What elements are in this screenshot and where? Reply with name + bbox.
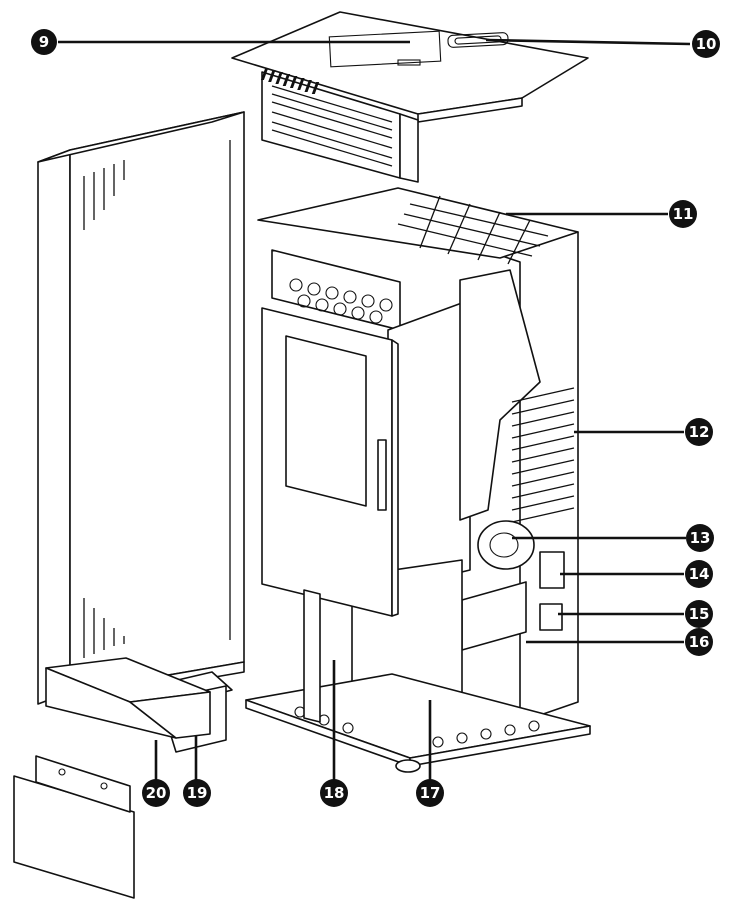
switch-panel	[539, 551, 565, 589]
callout-15-label: 15	[689, 605, 710, 623]
callout-16-badge	[685, 628, 713, 656]
callout-9: 9	[31, 29, 57, 55]
callout-17: 17	[416, 779, 444, 807]
callout-10-badge	[692, 30, 720, 58]
callout-14: 14	[685, 560, 713, 588]
top-grille-box	[260, 68, 419, 183]
callout-14-badge	[685, 560, 713, 588]
callout-12-label: 12	[689, 423, 710, 441]
side-panel	[37, 111, 245, 705]
callout-11: 11	[669, 200, 697, 228]
callout-20-badge	[142, 779, 170, 807]
callout-17-label: 17	[420, 784, 441, 802]
callout-19-label: 19	[187, 784, 208, 802]
stove-base	[245, 673, 591, 773]
right-vent-grille	[511, 387, 575, 523]
callout-14-label: 14	[689, 565, 710, 583]
callout-9-badge	[31, 29, 57, 55]
callout-20-label: 20	[146, 784, 167, 802]
top-cover	[231, 11, 589, 123]
callout-19-badge	[183, 779, 211, 807]
callout-10-label: 10	[696, 35, 717, 53]
callout-16: 16	[685, 628, 713, 656]
callout-13-badge	[686, 524, 714, 552]
igniter-box	[461, 581, 527, 651]
callout-18-label: 18	[324, 784, 345, 802]
callout-16-label: 16	[689, 633, 710, 651]
callout-13-label: 13	[690, 529, 711, 547]
fan-motor	[477, 520, 535, 570]
callout-12-badge	[685, 418, 713, 446]
callout-13: 13	[686, 524, 714, 552]
ash-drawer	[45, 657, 211, 739]
top-grid	[397, 195, 549, 265]
callout-15-badge	[685, 600, 713, 628]
callout-18: 18	[320, 779, 348, 807]
control-board	[539, 603, 563, 631]
callout-11-badge	[669, 200, 697, 228]
callout-10: 10	[692, 30, 720, 58]
leader-lines	[58, 38, 691, 780]
lower-front-panel	[13, 755, 135, 899]
callout-17-badge	[416, 779, 444, 807]
glass-door	[261, 307, 399, 723]
callout-20: 20	[142, 779, 170, 807]
top-vent-slots	[260, 68, 320, 94]
callout-18-badge	[320, 779, 348, 807]
callout-19: 19	[183, 779, 211, 807]
callout-15: 15	[685, 600, 713, 628]
callout-11-label: 11	[673, 205, 694, 223]
callout-9-label: 9	[39, 33, 49, 51]
callout-12: 12	[685, 418, 713, 446]
